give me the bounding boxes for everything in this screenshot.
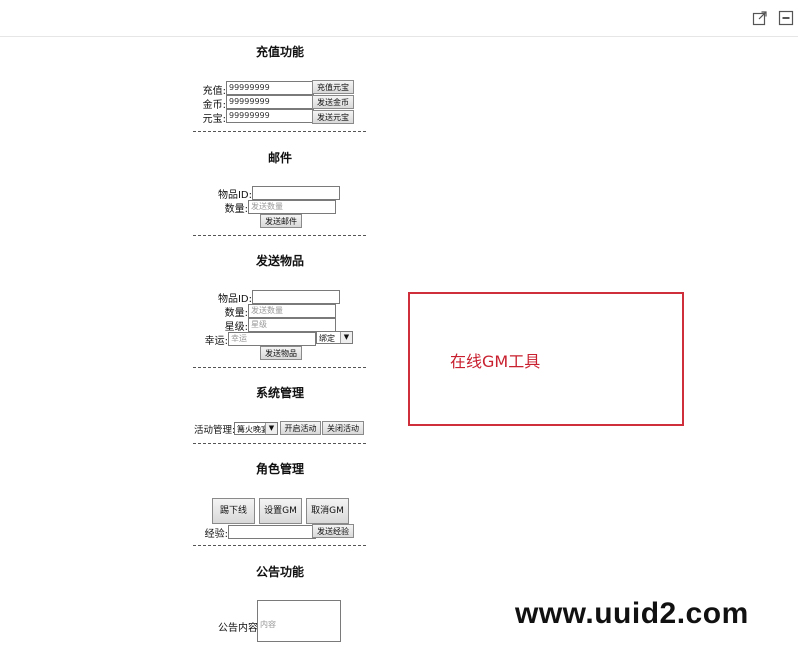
minimize-icon[interactable] [778,10,794,26]
mail-title: 邮件 [267,151,292,165]
send-yuanbao-button[interactable]: 发送元宝 [312,110,354,124]
recharge-title: 充值功能 [255,45,304,59]
annotation-box: 在线GM工具 [408,292,684,426]
chevron-down-icon: ▼ [265,423,277,434]
kick-offline-button[interactable]: 踢下线 [212,498,255,524]
star-label: 星级: [224,322,248,333]
notice-title: 公告功能 [255,565,304,579]
item-qty-input[interactable]: 发送数量 [248,304,336,318]
gold-input[interactable]: 99999999 [226,95,314,109]
divider [193,443,366,444]
open-activity-button[interactable]: 开启活动 [280,421,321,435]
external-link-icon[interactable] [752,10,768,26]
send-mail-button[interactable]: 发送邮件 [260,214,302,228]
notice-content-label: 公告内容 [218,623,258,634]
item-qty-label: 数量: [224,308,248,319]
annotation-text: 在线GM工具 [450,352,541,371]
yuanbao-label: 元宝: [202,114,226,125]
exp-label: 经验: [204,529,228,540]
chevron-down-icon: ▼ [340,332,352,343]
divider [193,545,366,546]
send-item-title: 发送物品 [255,254,304,268]
recharge-yuanbao-button[interactable]: 充值元宝 [312,80,354,94]
close-activity-button[interactable]: 关闭活动 [322,421,364,435]
top-bar [0,0,798,37]
mail-item-id-label: 物品ID: [217,190,252,201]
system-title: 系统管理 [255,386,304,400]
exp-input[interactable] [228,525,316,539]
gm-panel: 充值功能 充值: 99999999 充值元宝 金币: 99999999 发送金币… [193,45,366,642]
bind-select[interactable]: 绑定 ▼ [316,331,353,344]
bind-select-value: 绑定 [319,334,335,343]
divider [193,367,366,368]
item-id-input[interactable] [252,290,340,304]
notice-content-textarea[interactable]: 内容 [257,600,341,642]
minimize-icon-svg [778,10,794,26]
activity-label: 活动管理: [194,425,236,436]
recharge-input[interactable]: 99999999 [226,81,314,95]
activity-select-value: 篝火晚宴 [237,425,269,434]
mail-qty-label: 数量: [224,204,248,215]
send-gold-button[interactable]: 发送金币 [312,95,354,109]
divider [193,235,366,236]
send-item-button[interactable]: 发送物品 [260,346,302,360]
activity-select[interactable]: 篝火晚宴 ▼ [234,422,278,435]
cancel-gm-button[interactable]: 取消GM [306,498,349,524]
recharge-label: 充值: [202,86,226,97]
mail-item-id-input[interactable] [252,186,340,200]
luck-input[interactable]: 幸运 [228,332,316,346]
watermark: www.uuid2.com [515,597,749,630]
luck-label: 幸运: [204,336,228,347]
gold-label: 金币: [202,100,226,111]
set-gm-button[interactable]: 设置GM [259,498,302,524]
divider [193,131,366,132]
mail-qty-input[interactable]: 发送数量 [248,200,336,214]
yuanbao-input[interactable]: 99999999 [226,109,314,123]
role-title: 角色管理 [255,462,304,476]
star-input[interactable]: 星级 [248,318,336,332]
external-link-icon-svg [752,11,767,26]
item-id-label: 物品ID: [217,294,252,305]
send-exp-button[interactable]: 发送经验 [312,524,354,538]
